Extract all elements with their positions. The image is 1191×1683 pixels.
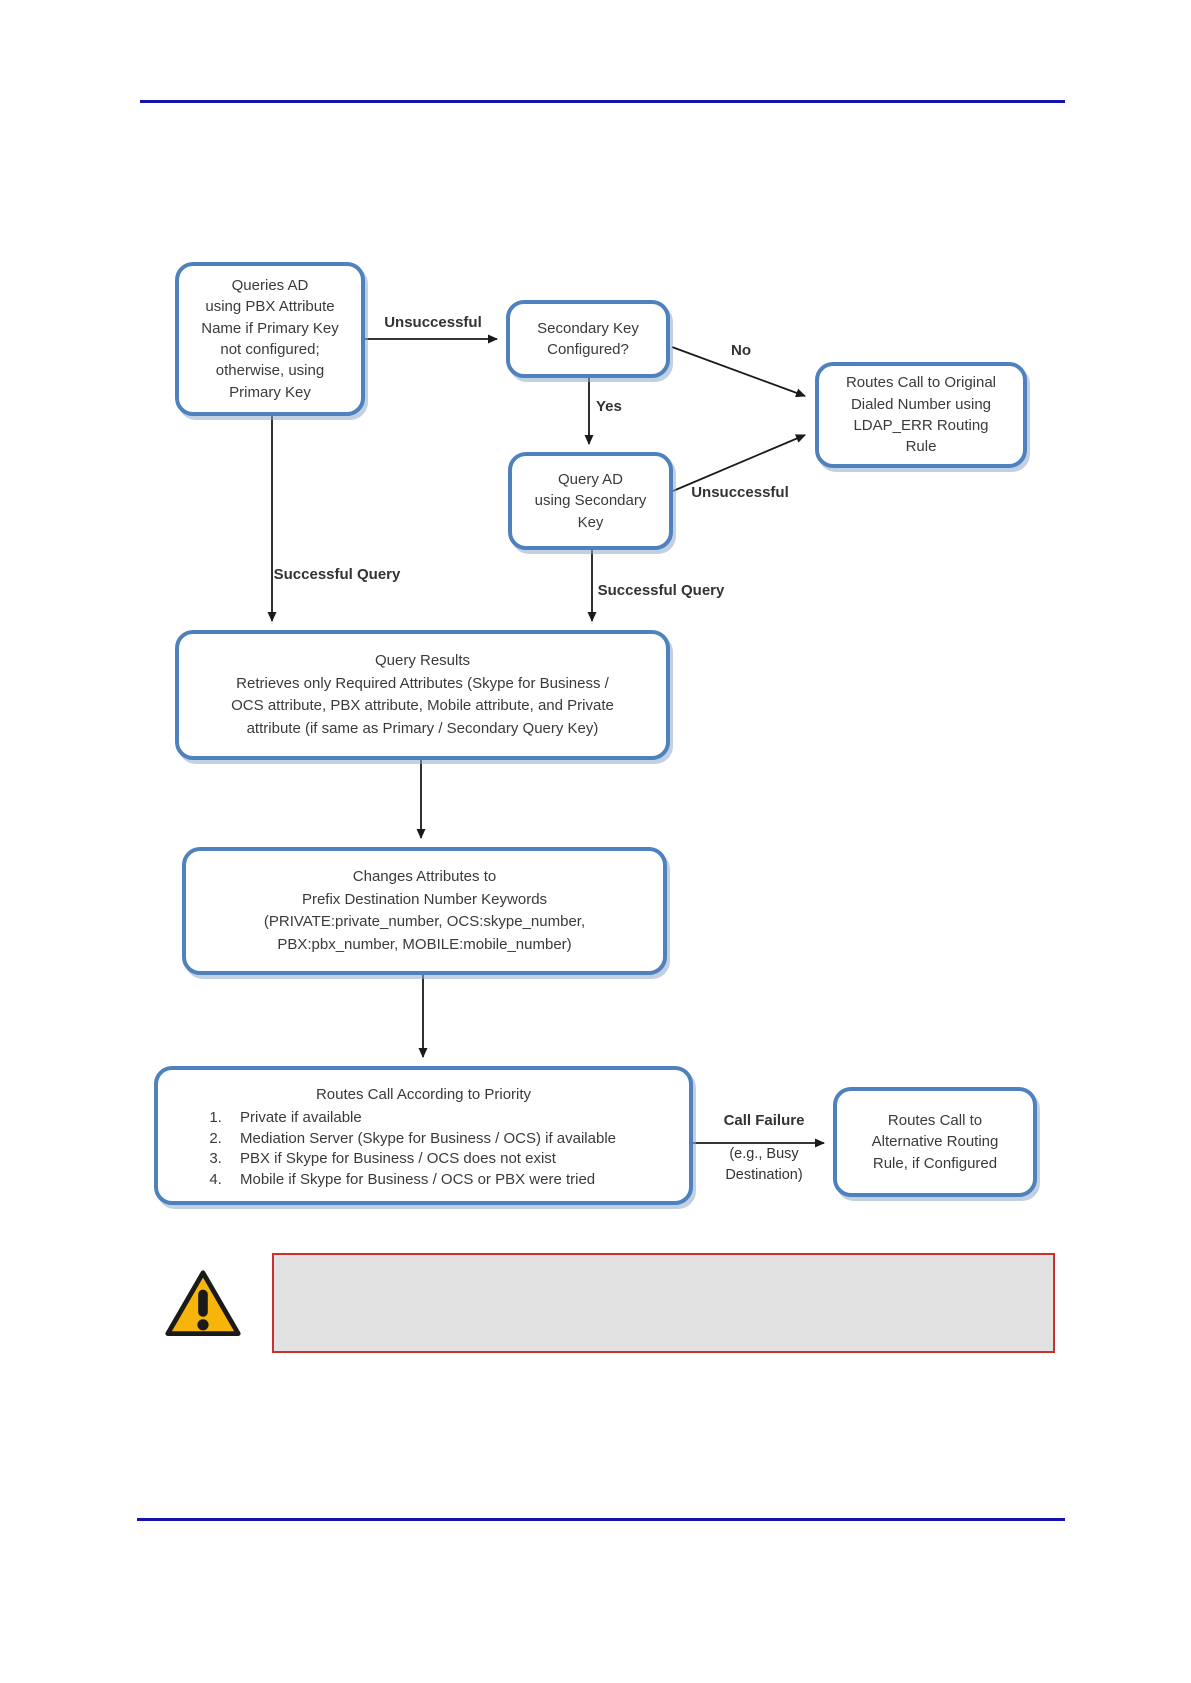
priority-item: PBX if Skype for Business / OCS does not… — [226, 1150, 673, 1168]
routing-priority-title: Routes Call According to Priority — [315, 1085, 532, 1103]
arrow-unsuccessful-secondary — [672, 434, 806, 492]
edge-label-unsuccessful-secondary: Unsuccessful — [691, 484, 789, 501]
node-routing-priority: Routes Call According to Priority Privat… — [154, 1066, 693, 1205]
routing-priority-list: Private if available Mediation Server (S… — [174, 1109, 673, 1191]
edge-label-call-failure-detail: (e.g., Busy Destination) — [725, 1146, 803, 1184]
note-box — [272, 1253, 1055, 1353]
priority-item: Mobile if Skype for Business / OCS or PB… — [226, 1171, 673, 1189]
node-routes-call-alternative: Routes Call to Alternative Routing Rule,… — [833, 1087, 1037, 1197]
node-query-results: Query Results Retrieves only Required At… — [175, 630, 670, 760]
node-changes-attributes: Changes Attributes to Prefix Destination… — [182, 847, 667, 975]
edge-label-unsuccessful-primary: Unsuccessful — [384, 314, 482, 331]
edge-label-no: No — [731, 342, 751, 359]
node-queries-ad: Queries AD using PBX Attribute Name if P… — [175, 262, 365, 416]
node-secondary-key-configured: Secondary Key Configured? — [506, 300, 670, 378]
priority-item: Private if available — [226, 1109, 673, 1127]
footer-rule — [137, 1518, 1065, 1521]
edge-label-successful-query-left: Successful Query — [273, 566, 401, 583]
edge-label-yes: Yes — [596, 398, 622, 415]
priority-item: Mediation Server (Skype for Business / O… — [226, 1130, 673, 1148]
node-routes-call-original: Routes Call to Original Dialed Number us… — [815, 362, 1027, 468]
warning-triangle-icon — [165, 1270, 241, 1336]
edge-label-successful-query-right: Successful Query — [597, 582, 725, 599]
edge-label-call-failure: Call Failure — [723, 1112, 805, 1129]
node-query-ad-secondary: Query AD using Secondary Key — [508, 452, 673, 550]
header-rule — [140, 100, 1065, 103]
